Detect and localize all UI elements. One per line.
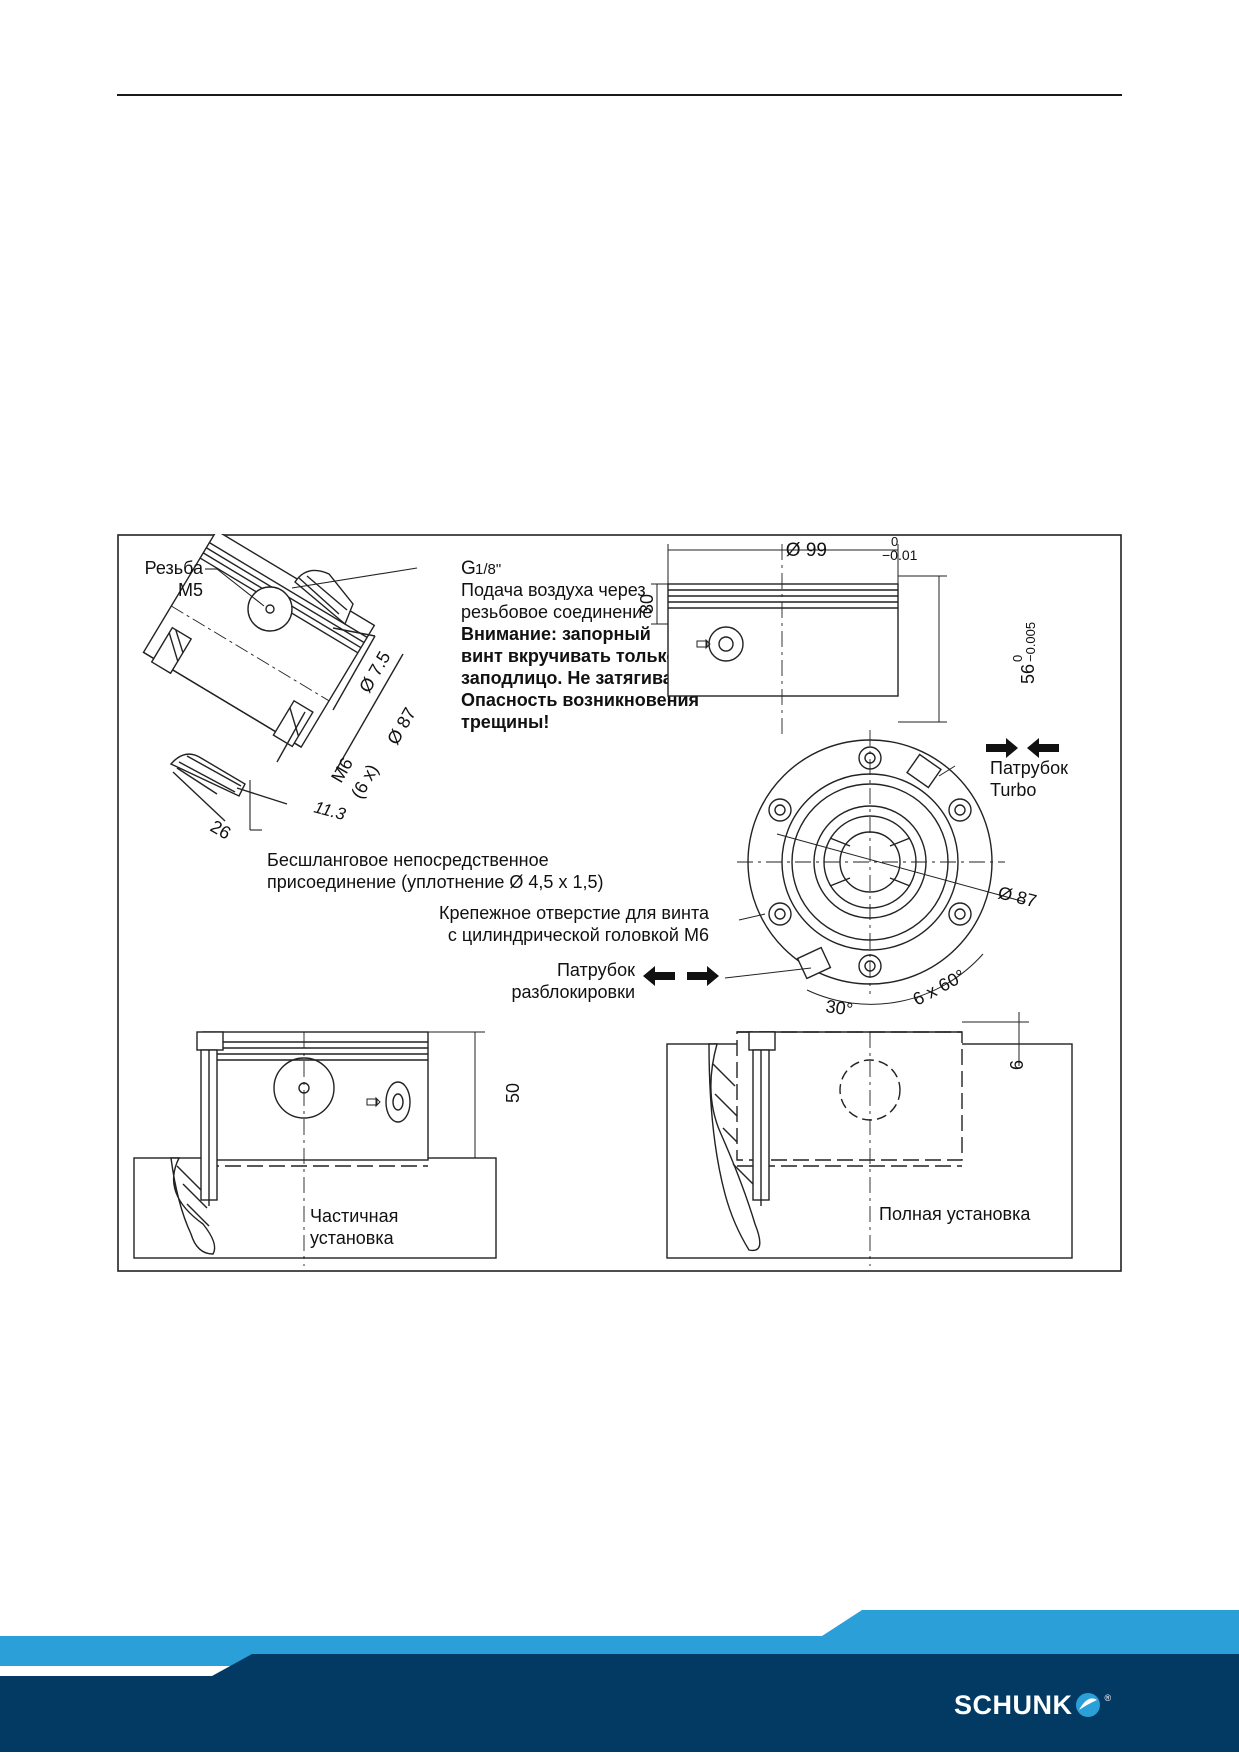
- dim-h56-tol-lower: −0.005: [1023, 622, 1038, 662]
- schunk-logo: SCHUNK ®: [934, 1680, 1124, 1730]
- partial-installation-view: [133, 1031, 497, 1266]
- label-g-thread: G: [461, 558, 476, 579]
- tilted-view-leaders: [205, 567, 418, 831]
- label-turbo-line2: Turbo: [990, 780, 1036, 800]
- label-mount-hole-line1: Крепежное отверстие для винта: [439, 903, 710, 923]
- label-release-port-line1: Патрубок: [557, 960, 635, 980]
- label-g-thread-fraction: 1/8": [475, 561, 501, 578]
- arrow-left-icon: [1027, 738, 1059, 758]
- label-air-supply-line1: Подача воздуха через: [461, 580, 646, 600]
- label-mount-hole-line2: с цилиндрической головкой M6: [448, 925, 709, 945]
- label-partial-line2: установка: [310, 1228, 395, 1248]
- dim-angle-30: 30°: [824, 996, 854, 1020]
- footer-dark-band: [0, 1654, 1239, 1752]
- technical-drawing: Резьба M5 G 1/8" Подача воздуха через ре…: [117, 534, 1122, 1272]
- logo-swirl-icon: [1075, 1693, 1100, 1717]
- bolt-holes: [768, 746, 972, 978]
- label-release-port-line2: разблокировки: [511, 982, 635, 1002]
- dim-d87-top: Ø 87: [996, 882, 1039, 911]
- warning-line3: заподлицо. Не затягивать.: [461, 668, 698, 688]
- label-turbo-line1: Патрубок: [990, 758, 1068, 778]
- tilted-view: [142, 534, 404, 822]
- label-direct-connection-line2: присоединение (уплотнение Ø 4,5 x 1,5): [267, 872, 603, 892]
- dim-h50: 50: [503, 1083, 523, 1103]
- dim-h56-tol-upper: 0: [1010, 655, 1025, 662]
- label-partial-line1: Частичная: [310, 1206, 398, 1226]
- dim-11-3: 11.3: [312, 798, 348, 825]
- dim-h56: 56: [1018, 664, 1038, 684]
- label-direct-connection-line1: Бесшланговое непосредственное: [267, 850, 549, 870]
- dim-d7-5: Ø 7.5: [355, 648, 394, 696]
- footer-light-band: [0, 1610, 1239, 1666]
- arrow-right-icon: [986, 738, 1018, 758]
- label-air-supply-line2: резьбовое соединение: [461, 602, 652, 622]
- full-installation-view: [666, 1012, 1073, 1266]
- label-thread-line2: M5: [178, 580, 203, 600]
- warning-line4: Опасность возникновения: [461, 690, 699, 710]
- logo-registered-mark: ®: [1104, 1693, 1112, 1703]
- dim-h30: 30: [637, 594, 657, 614]
- label-thread-line1: Резьба: [145, 558, 204, 578]
- dim-d99-tol-lower: −0.01: [882, 547, 918, 563]
- logo-wordmark: SCHUNK: [954, 1689, 1073, 1720]
- arrow-left-icon: [643, 966, 675, 986]
- side-view: [651, 544, 947, 734]
- dim-d99-tol-upper: 0: [891, 534, 898, 549]
- dim-h6: 6: [1007, 1060, 1027, 1070]
- label-full-install: Полная установка: [879, 1204, 1031, 1224]
- warning-line1: Внимание: запорный: [461, 624, 651, 644]
- port-arrows: [643, 738, 1059, 986]
- warning-line5: трещины!: [461, 712, 549, 732]
- footer-bands: [0, 1610, 1239, 1752]
- drawing-border: [117, 534, 1122, 1272]
- warning-line2: винт вкручивать только: [461, 646, 677, 666]
- dim-d87-tilted: Ø 87: [383, 704, 420, 748]
- dim-26: 26: [207, 816, 234, 843]
- header-rule: [117, 94, 1122, 96]
- top-view: [724, 730, 1026, 1005]
- arrow-right-icon: [687, 966, 719, 986]
- dim-d99: Ø 99: [786, 540, 827, 561]
